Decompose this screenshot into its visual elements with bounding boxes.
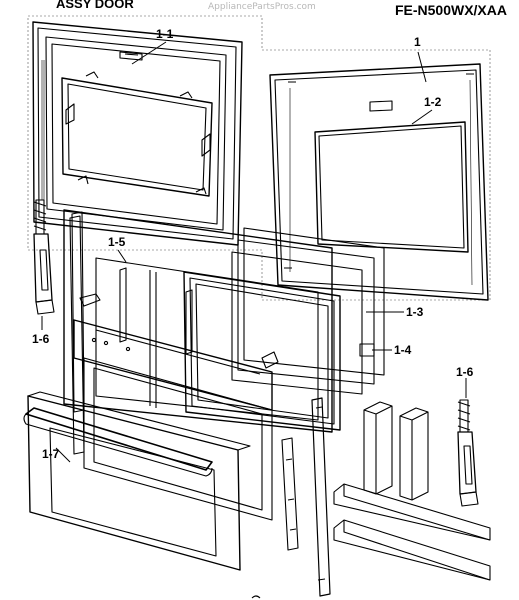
leader-line-1 — [417, 51, 427, 83]
hinge-left — [33, 199, 55, 315]
callout-1-3: 1-3 — [406, 305, 424, 319]
door-handle — [23, 407, 213, 477]
diagram-title: ASSY DOOR — [56, 0, 134, 11]
door-gasket — [183, 271, 375, 431]
callout-1-4: 1-4 — [394, 343, 412, 357]
leader-line-1-1 — [131, 41, 167, 65]
inner-glass-assembly — [63, 209, 333, 433]
model-number: FE-N500WX/XAA — [394, 2, 507, 18]
insulation-strip-lower — [333, 519, 491, 581]
callout-1-2: 1-2 — [424, 95, 442, 109]
leader-line-1-5 — [117, 249, 127, 263]
bottom-edge-mark — [251, 595, 261, 599]
callout-1-6-left: 1-6 — [32, 332, 50, 346]
assembly-outline — [27, 15, 491, 301]
insulation-block-2 — [399, 407, 429, 501]
insulation-block-1 — [363, 401, 393, 495]
side-trim-right — [311, 397, 331, 597]
watermark: AppliancePartsPros.com — [208, 2, 316, 12]
leader-line-1-7 — [55, 447, 71, 463]
side-trim-left — [69, 215, 85, 455]
callout-1: 1 — [414, 35, 421, 49]
inner-door-frame — [32, 21, 243, 246]
front-door-frame — [73, 319, 273, 521]
leader-line-1-2 — [411, 109, 433, 125]
side-bracket-lower — [281, 437, 299, 551]
insulation-strip-upper — [333, 483, 491, 541]
callout-1-7: 1-7 — [42, 447, 60, 461]
callout-1-1: 1-1 — [156, 27, 174, 41]
hinge-right — [457, 399, 479, 507]
glass-pane-stack — [231, 227, 385, 395]
outer-glass-panel — [27, 391, 251, 571]
callout-1-5: 1-5 — [108, 235, 126, 249]
callout-1-6-right: 1-6 — [456, 365, 474, 379]
outer-door-panel — [269, 63, 489, 301]
